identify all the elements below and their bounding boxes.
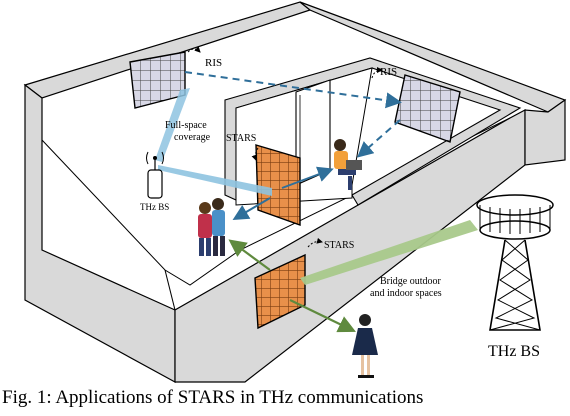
stars-inner-arrow bbox=[251, 147, 259, 161]
laptop-user bbox=[334, 139, 362, 190]
figure-caption: Fig. 1: Applications of STARS in THz com… bbox=[2, 387, 424, 408]
indoor-thz-bs bbox=[146, 151, 164, 199]
label-bridge-line1: Bridge outdoor bbox=[380, 276, 441, 287]
door bbox=[295, 79, 331, 186]
beam-stars-to-laptop bbox=[281, 166, 334, 189]
beam-bs-to-stars bbox=[158, 165, 272, 196]
stars-panel-outer bbox=[254, 253, 306, 330]
beam-stars-to-couple bbox=[232, 197, 271, 221]
label-full-space-line1: Full-space bbox=[165, 120, 207, 131]
wall-right-face bbox=[524, 98, 566, 166]
ris-right-arrow bbox=[371, 67, 383, 79]
label-thz-bs-large: THz BS bbox=[488, 343, 540, 360]
beam-large-bs-to-stars bbox=[300, 220, 478, 285]
label-bridge-line2: and indoor spaces bbox=[370, 288, 442, 299]
label-ris-left: RIS bbox=[205, 57, 222, 69]
beam-bs-to-ris bbox=[155, 88, 190, 162]
ris-left-arrow bbox=[187, 46, 201, 53]
label-full-space-line2: coverage bbox=[174, 132, 211, 143]
outdoor-thz-bs-tower bbox=[476, 194, 554, 331]
beam-ris-to-laptop bbox=[356, 119, 401, 158]
stars-outer-arrow bbox=[307, 237, 323, 248]
outdoor-user bbox=[352, 314, 378, 378]
label-stars-inner: STARS bbox=[226, 133, 256, 144]
stars-thz-illustration: RIS RIS Full-space coverage STARS STARS … bbox=[23, 1, 567, 384]
interior-wall bbox=[224, 57, 522, 206]
beam-outer-to-indoor bbox=[228, 239, 271, 271]
label-ris-right: RIS bbox=[380, 66, 397, 78]
label-thz-bs-small: THz BS bbox=[140, 202, 169, 212]
label-stars-outer: STARS bbox=[324, 240, 354, 251]
beams bbox=[155, 71, 478, 333]
beam-outer-to-outdoor bbox=[289, 299, 356, 333]
couple-indoor bbox=[198, 198, 225, 256]
